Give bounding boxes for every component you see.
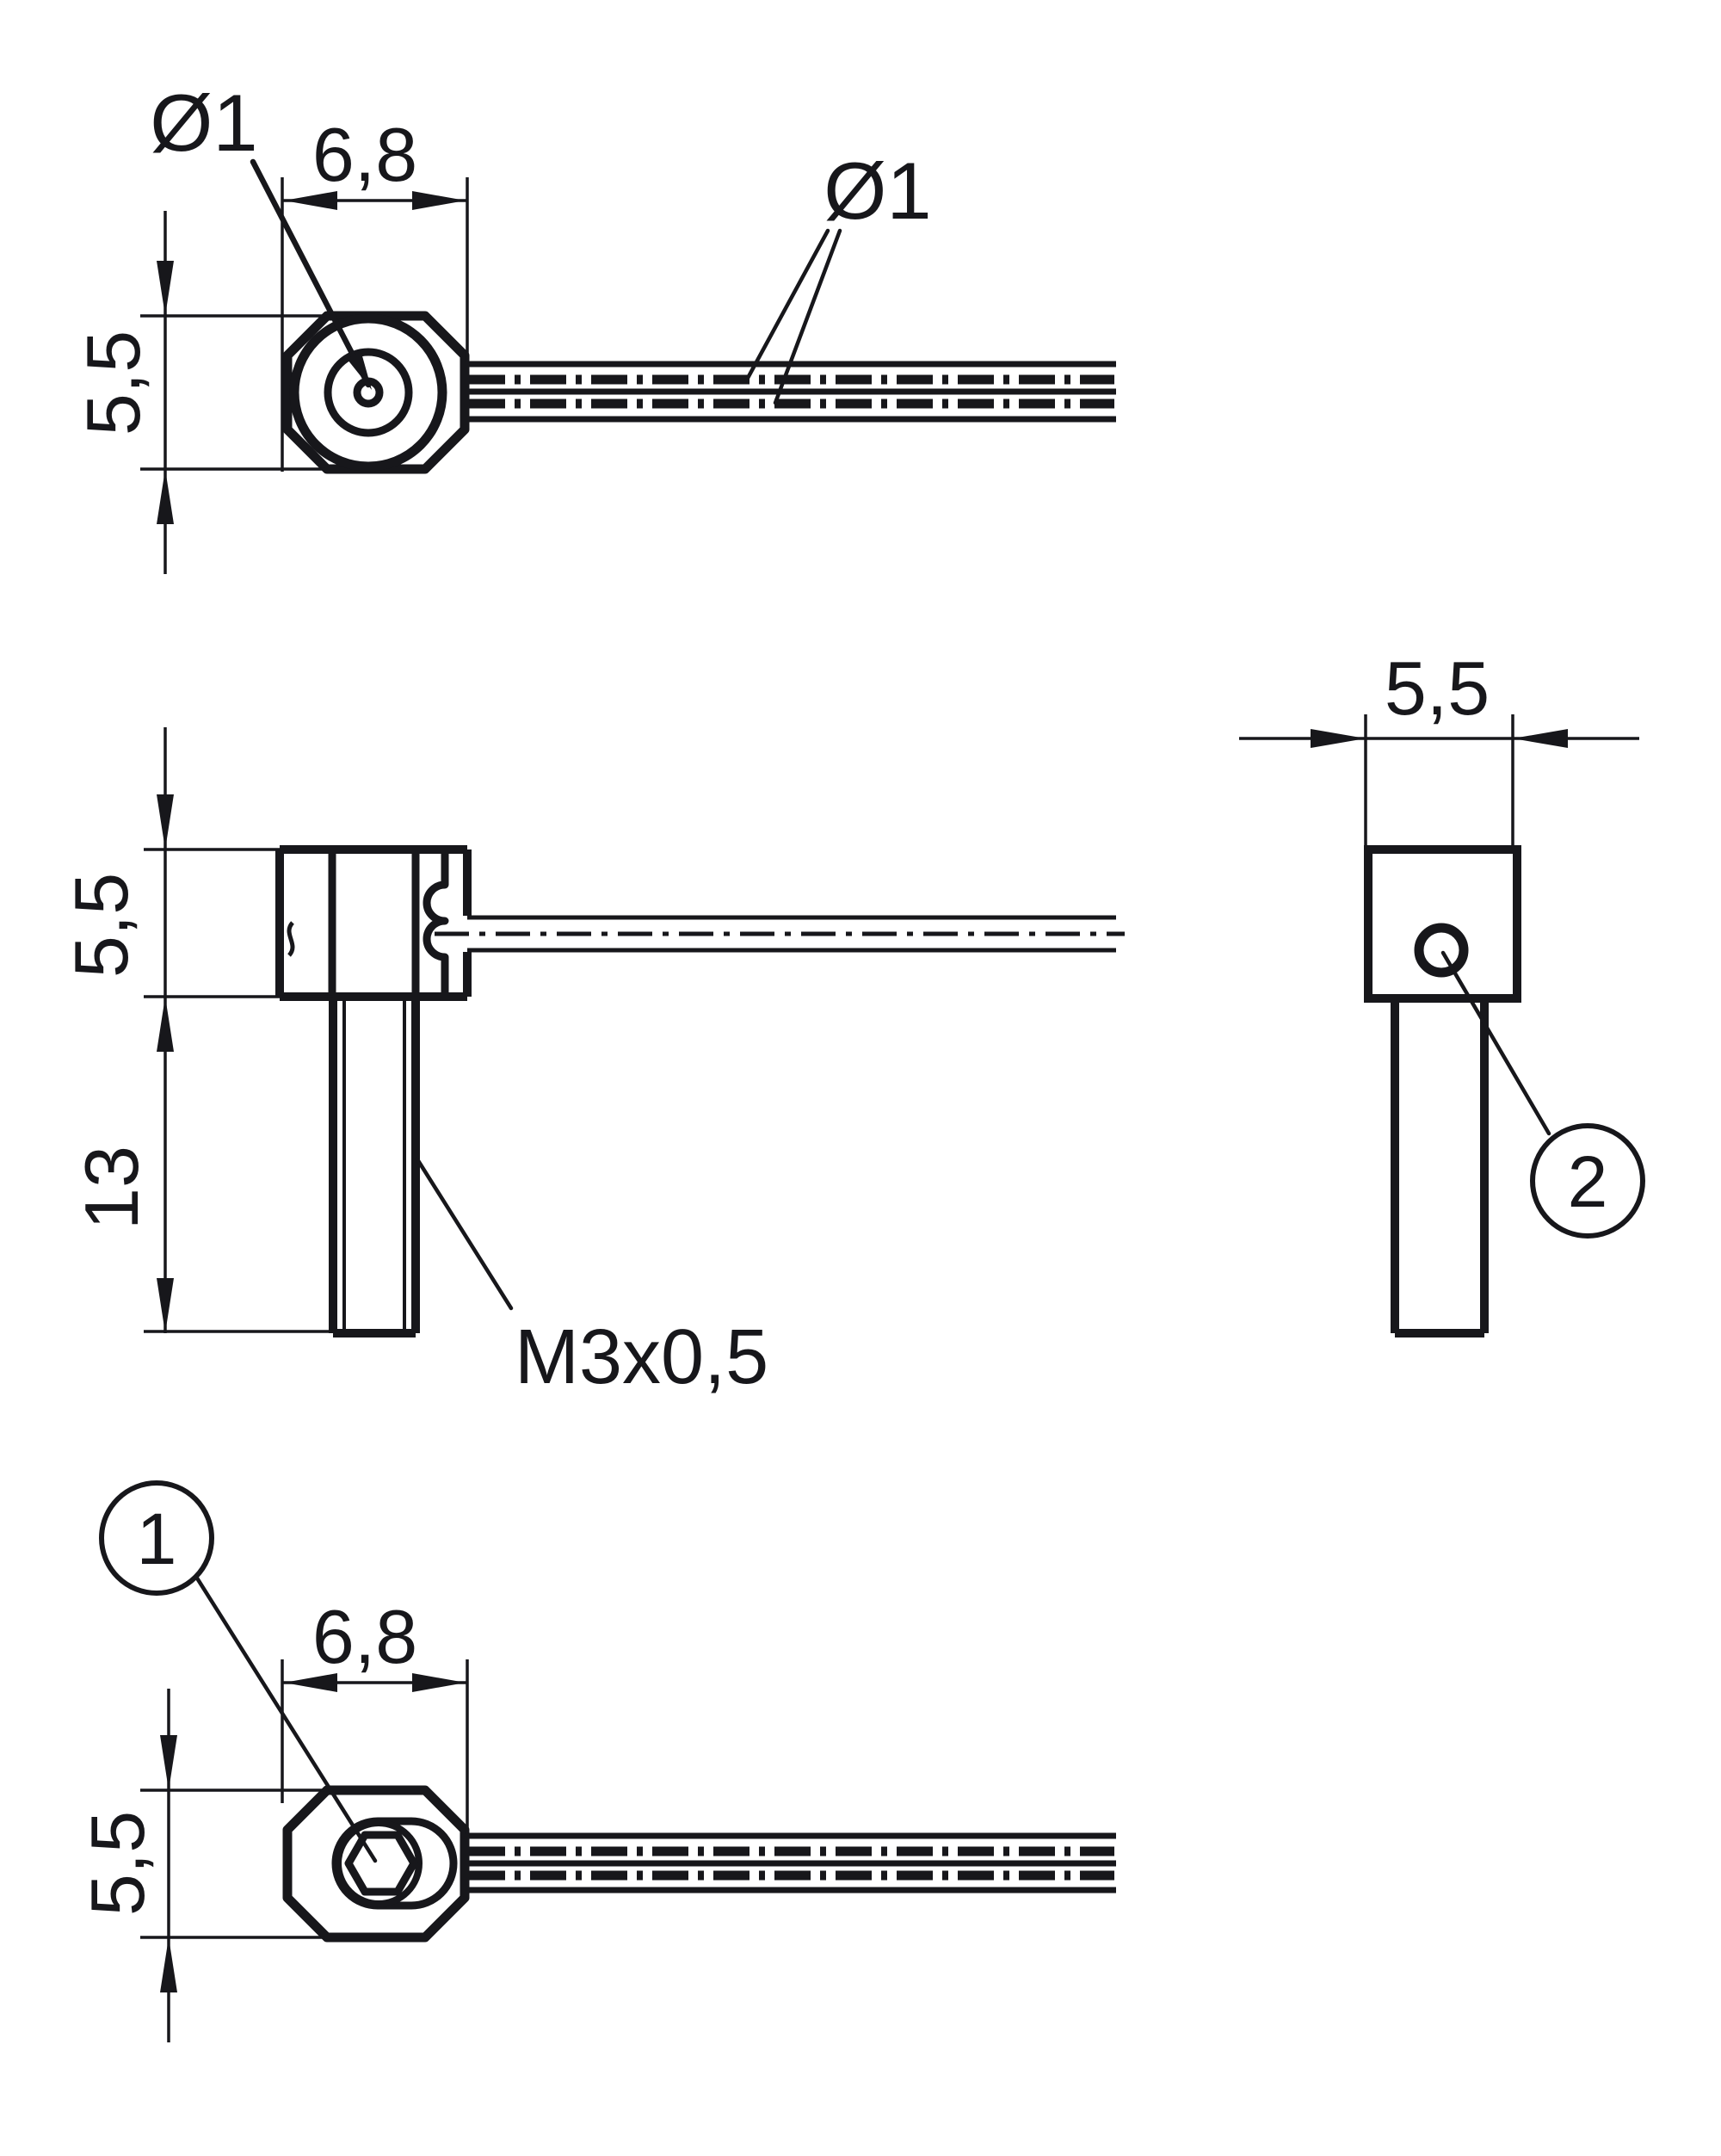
- leader-arrow-icon: [348, 353, 372, 390]
- arrow-left-icon: [284, 1673, 337, 1692]
- side-view: 5,5 2: [1239, 646, 1645, 1337]
- balloon-circle: [1530, 1123, 1645, 1239]
- fiber-cable-top-icon: [465, 361, 1116, 423]
- thread-label-text: M3x0,5: [515, 1314, 768, 1400]
- arrow-down-icon: [157, 1278, 174, 1333]
- callout-1-number: 1: [137, 1498, 177, 1579]
- dim-height-bottom: 5,5: [75, 1689, 325, 2042]
- ferrule-circle: [289, 313, 447, 472]
- leader-line: [744, 228, 830, 382]
- cable-clip-profile: [423, 849, 449, 997]
- dim-height-top-value: 5,5: [71, 331, 156, 436]
- dim-width-side-value: 5,5: [1385, 646, 1490, 731]
- cable-fiber-diameter-text: Ø1: [823, 145, 931, 236]
- dim-head-height-front-value: 5,5: [59, 873, 144, 978]
- dim-width-top-value: 6,8: [312, 112, 417, 197]
- crimp-mark: [287, 921, 295, 957]
- dim-thread-length-value: 13: [69, 1146, 154, 1230]
- arrow-right-icon: [412, 191, 466, 210]
- arrow-down-icon: [157, 261, 174, 316]
- label-fiber-diameter-head: Ø1: [150, 77, 372, 390]
- leader-line: [415, 1157, 514, 1311]
- label-thread: M3x0,5: [415, 1157, 768, 1400]
- dim-thread-length: 13: [69, 997, 335, 1333]
- bottom-view: 6,8 5,5 1: [75, 1480, 1116, 2042]
- threaded-stud-side: [1391, 998, 1489, 1337]
- balloon-circle: [99, 1480, 214, 1596]
- callout-2-number: 2: [1568, 1141, 1608, 1222]
- label-fiber-diameter-cable: Ø1: [744, 145, 932, 405]
- sensor-head-outline: [282, 311, 470, 474]
- leader-line: [250, 158, 372, 388]
- screw-head-circle: [335, 1819, 423, 1907]
- fiber-cable-bottom-icon: [465, 1832, 1116, 1893]
- callout-2: 2: [1440, 950, 1645, 1239]
- sensor-head-bottom-outline: [282, 1785, 470, 1943]
- lens-circle: [324, 348, 413, 437]
- leader-line: [194, 1574, 378, 1863]
- leader-line: [773, 228, 842, 405]
- dim-width-side: 5,5: [1239, 646, 1639, 849]
- arrow-down-icon: [160, 1735, 177, 1790]
- fiber-diameter-text: Ø1: [150, 77, 257, 168]
- leader-line: [1440, 950, 1551, 1136]
- sensor-head-front-outline: [275, 845, 472, 1001]
- arrow-left-icon: [1513, 729, 1568, 748]
- arrow-up-icon: [157, 469, 174, 524]
- hex-socket-icon: [344, 1831, 418, 1896]
- arrow-right-icon: [1311, 729, 1366, 748]
- arrow-left-icon: [284, 191, 337, 210]
- dim-height-top: 5,5: [71, 211, 325, 574]
- dim-width-top: 6,8: [281, 112, 469, 472]
- threaded-stud-front: [329, 997, 420, 1337]
- arrow-down-icon: [157, 794, 174, 849]
- front-view: 5,5 13 M3x0,5: [59, 727, 1125, 1400]
- dim-width-bottom-value: 6,8: [312, 1594, 417, 1679]
- callout-1: 1: [99, 1480, 378, 1863]
- arrow-right-icon: [412, 1673, 466, 1692]
- arrow-up-icon: [160, 1937, 177, 1992]
- dim-width-bottom: 6,8: [281, 1594, 469, 1834]
- fiber-cable-front-icon: [435, 915, 1125, 953]
- sensor-head-side-outline: [1364, 845, 1521, 1003]
- set-screw-hole: [1414, 923, 1469, 978]
- top-view: 6,8 5,5 Ø1 Ø1: [71, 77, 1116, 574]
- dim-head-height-front: 5,5: [59, 727, 333, 1333]
- dim-height-bottom-value: 5,5: [75, 1811, 160, 1916]
- arrow-up-icon: [157, 997, 174, 1052]
